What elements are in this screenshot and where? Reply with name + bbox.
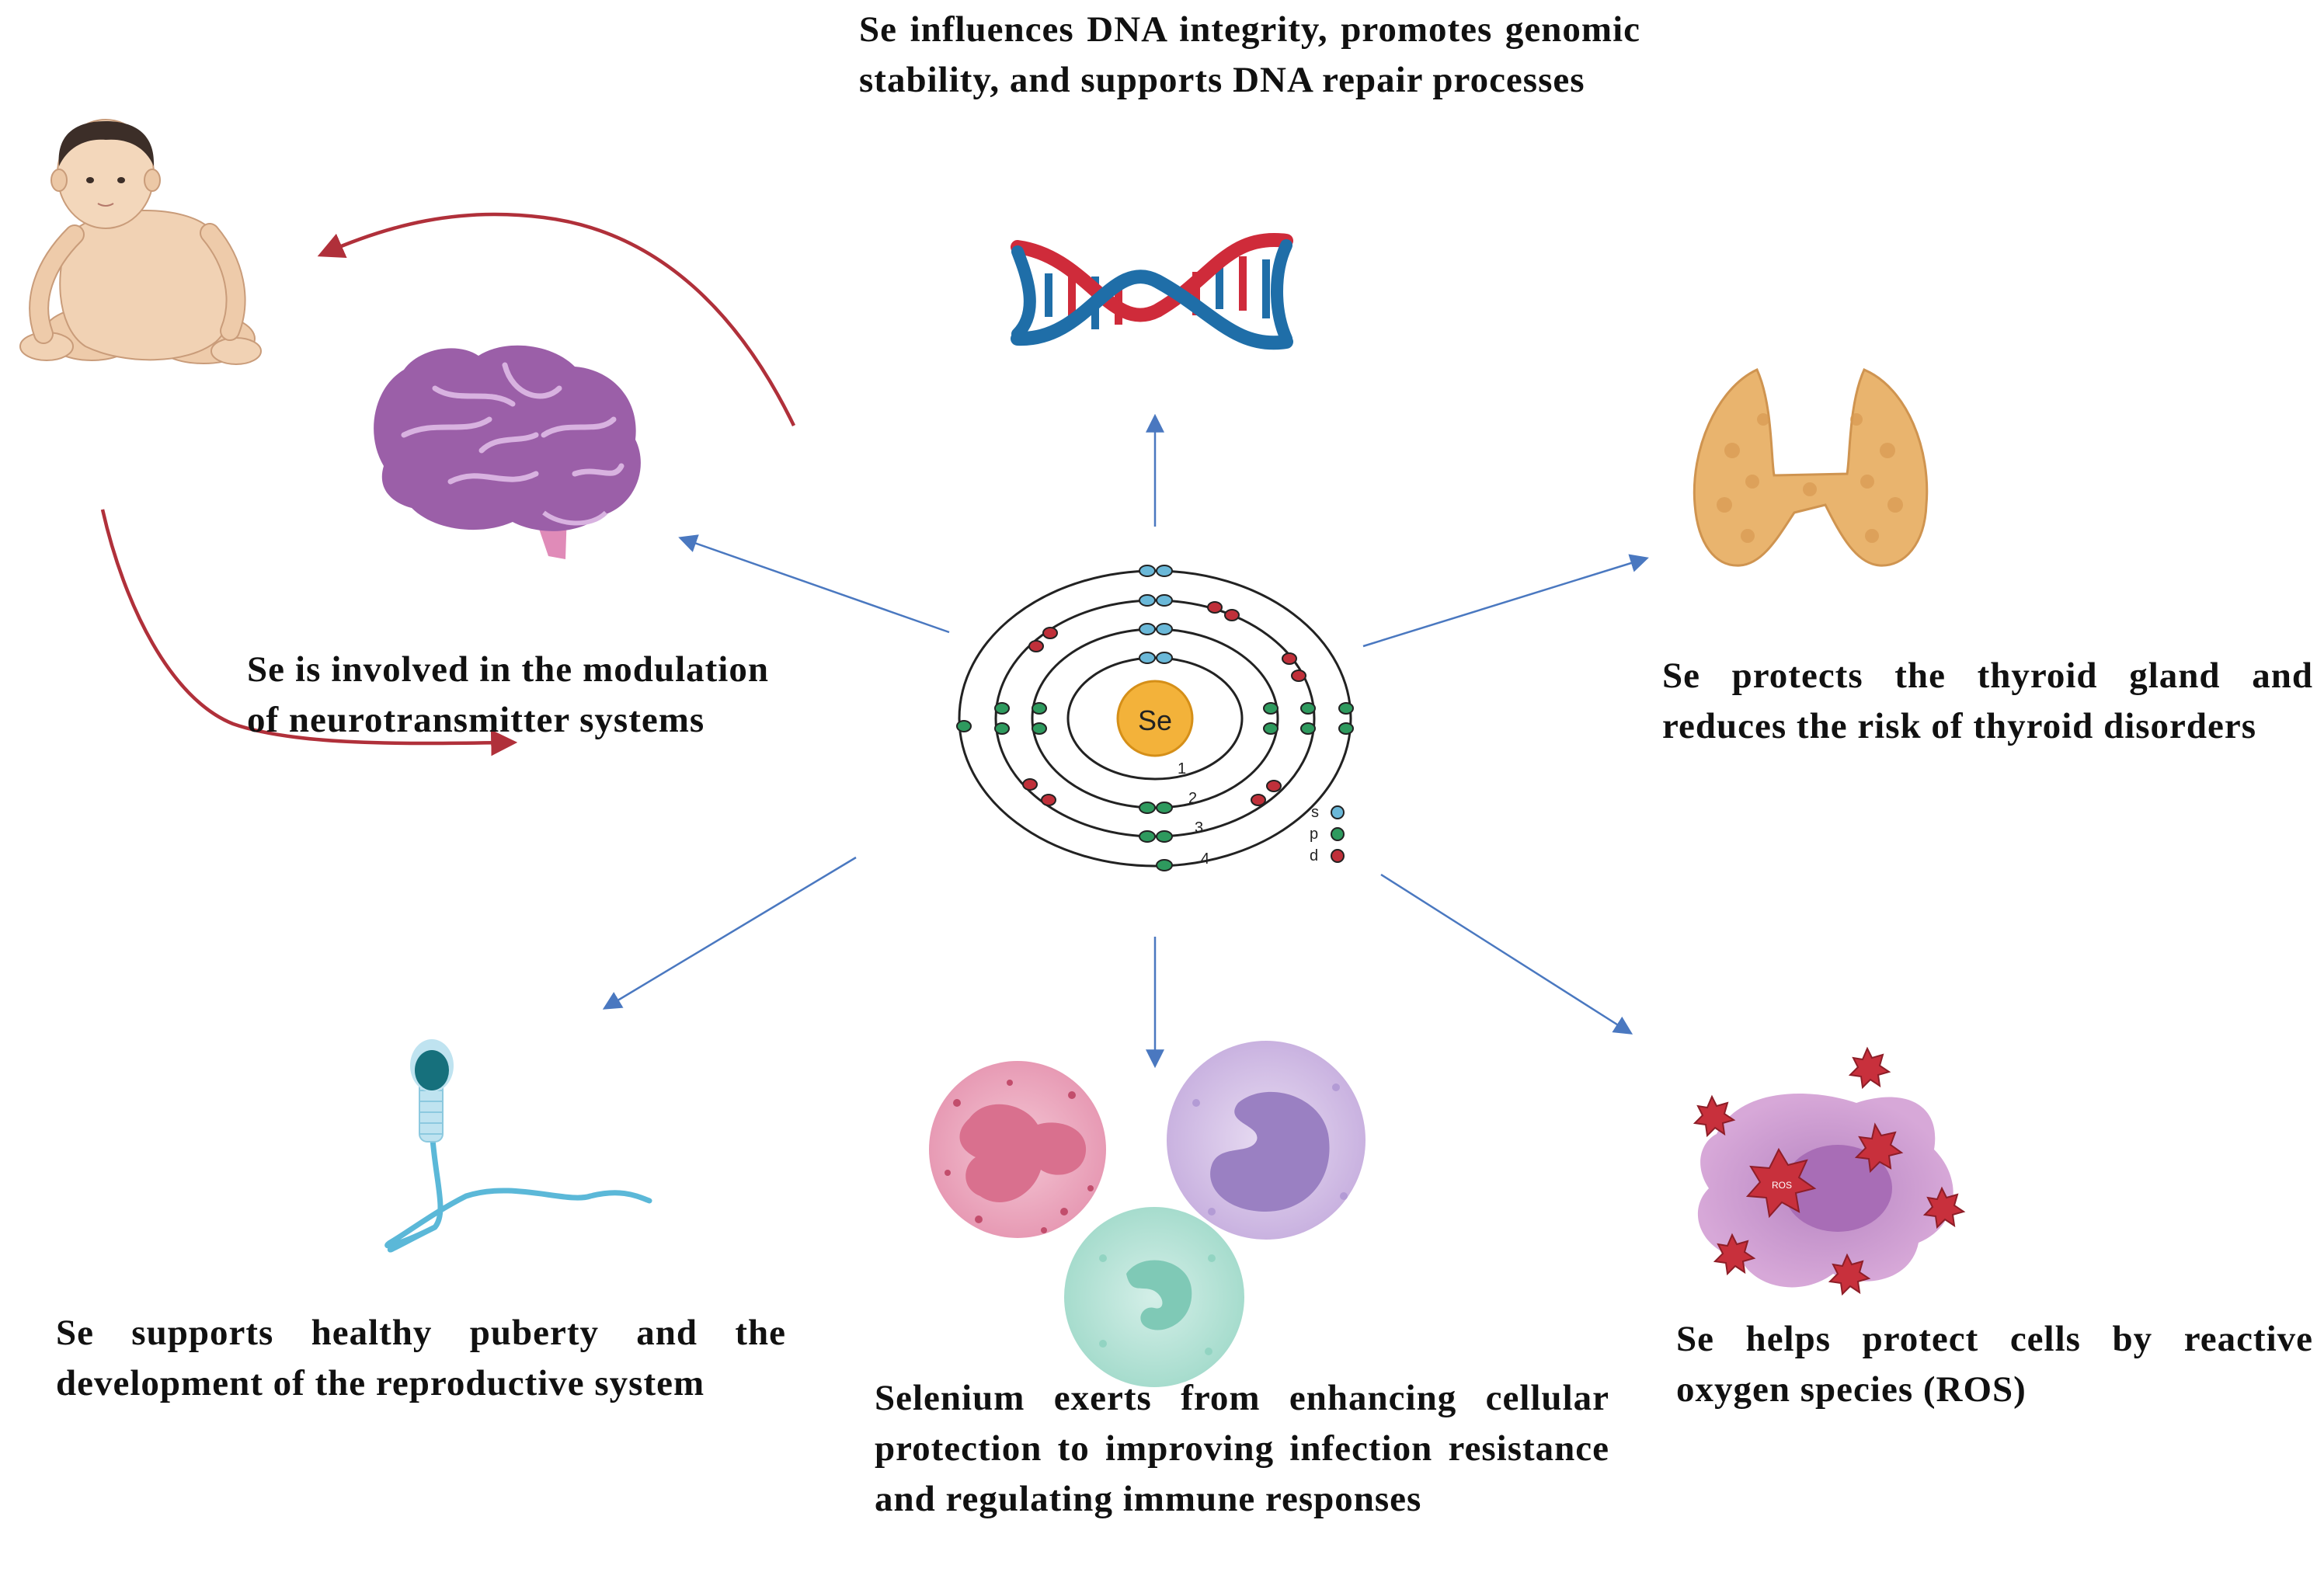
arrow-to-brain — [678, 534, 950, 634]
legend-s-dot — [1331, 805, 1345, 819]
ros-star-label: ROS — [1772, 1180, 1792, 1191]
ros-cell-icon: ROS — [1693, 1046, 1966, 1296]
curved-arrow-to-brain-caption — [100, 509, 518, 756]
brain-icon — [374, 345, 641, 559]
caption-thyroid: Se protects the thyroid gland and reduce… — [1662, 656, 2313, 746]
legend-p-label: p — [1310, 826, 1318, 843]
shell-number-2: 2 — [1188, 790, 1197, 807]
immune-cells-icon — [929, 1041, 1366, 1387]
arrow-to-thyroid — [1362, 554, 1649, 648]
shell-number-3: 3 — [1195, 819, 1203, 836]
dna-icon — [1011, 232, 1293, 350]
curved-arrow-to-baby — [317, 212, 796, 426]
legend-d-label: d — [1310, 847, 1318, 864]
arrow-to-reproductive — [602, 856, 857, 1010]
caption-neurotransmitter: Se is involved in the modulation of neur… — [247, 649, 769, 740]
caption-reproductive: Se supports healthy puberty and the deve… — [56, 1313, 786, 1403]
sperm-icon — [384, 1039, 652, 1253]
atom-nucleus — [1116, 680, 1194, 757]
baby-illustration — [19, 119, 262, 365]
shell-number-4: 4 — [1201, 850, 1209, 868]
selenium-atom-diagram: Se 1 2 3 4 — [956, 565, 1354, 871]
caption-immune: Selenium exerts from enhancing cellular … — [875, 1378, 1609, 1519]
legend-d-dot — [1331, 849, 1345, 863]
connector-arrows — [602, 413, 1649, 1069]
shell-number-1: 1 — [1178, 760, 1186, 777]
arrow-to-ros — [1380, 873, 1633, 1035]
thyroid-icon — [1693, 368, 1929, 567]
orbital-legend: s p d — [1310, 804, 1345, 864]
caption-ros: Se helps protect cells by reactive oxyge… — [1676, 1319, 2313, 1410]
development-curved-arrows — [100, 212, 796, 756]
ros-molecule-stars — [1693, 1046, 1966, 1296]
element-symbol: Se — [1138, 704, 1172, 736]
legend-s-label: s — [1311, 804, 1319, 821]
legend-p-dot — [1331, 827, 1345, 841]
caption-dna-integrity: Se influences DNA integrity, promotes ge… — [859, 9, 1640, 100]
